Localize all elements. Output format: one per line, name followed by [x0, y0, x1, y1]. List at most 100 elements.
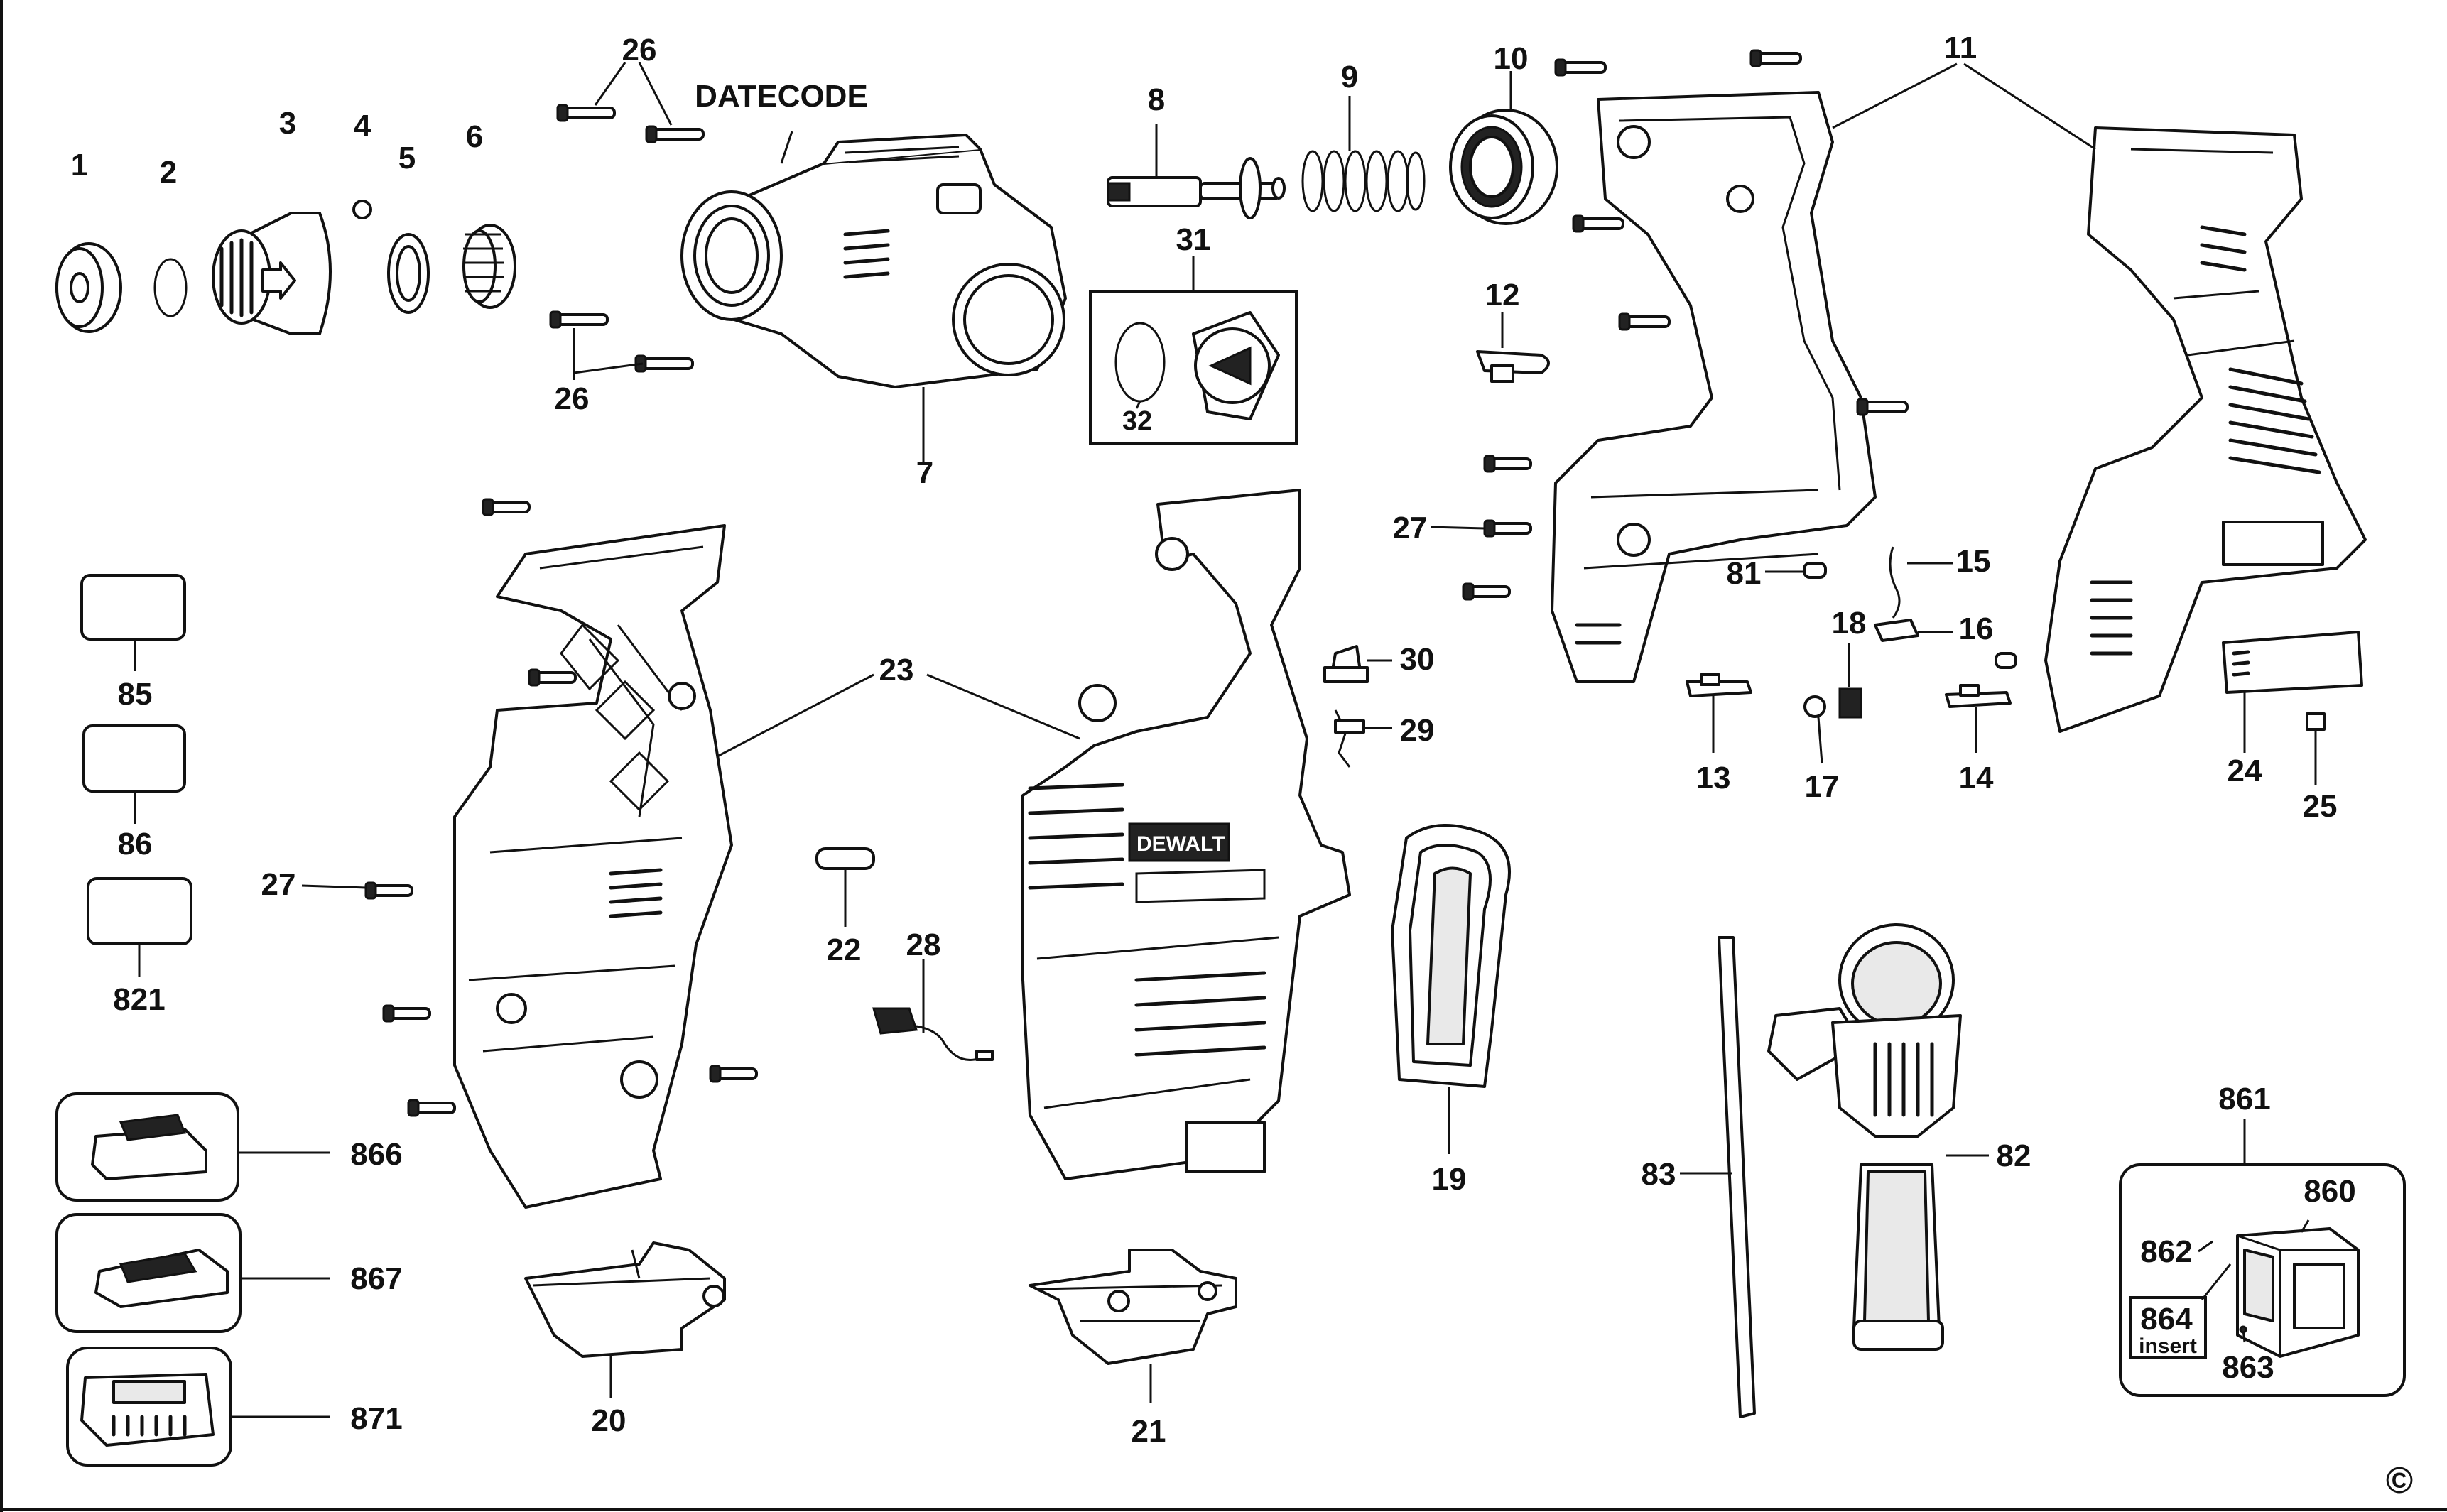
callout-23: 23: [879, 653, 914, 687]
part-2-o-ring: [153, 258, 188, 317]
callout-871: 871: [350, 1401, 402, 1436]
callout-85: 85: [118, 677, 153, 712]
callout-14: 14: [1959, 761, 1994, 795]
callout-15: 15: [1956, 544, 1991, 579]
part-22-pin: [815, 847, 875, 927]
part-31-selector-box: [1089, 256, 1298, 445]
part-15-spring-clip: [1889, 546, 1953, 619]
callout-6: 6: [466, 119, 483, 154]
part-26-screws-top: [556, 62, 705, 143]
callout-83: 83: [1642, 1157, 1676, 1192]
part-3-collar: [212, 212, 332, 335]
callout-27-right: 27: [1393, 511, 1428, 545]
callout-22: 22: [827, 932, 862, 967]
callout-16: 16: [1959, 611, 1994, 646]
callout-26-bottom: 26: [555, 381, 590, 416]
part-863-pin: [2239, 1325, 2247, 1343]
part-8-piston-assembly: [1107, 157, 1286, 219]
callout-25: 25: [2303, 789, 2338, 824]
part-20-battery-latch: [524, 1241, 726, 1398]
callout-7: 7: [916, 455, 933, 490]
part-21-battery-latch: [1029, 1249, 1237, 1403]
callout-867: 867: [350, 1261, 402, 1296]
leader-23b: [926, 673, 1080, 740]
part-16b-pin: [1995, 652, 2017, 669]
part-18-spring: [1838, 643, 1862, 719]
callout-24: 24: [2228, 754, 2262, 788]
callout-864: 864: [2140, 1302, 2193, 1337]
leader-datecode: [780, 131, 793, 164]
callout-866: 866: [350, 1137, 402, 1172]
brand-logo: DEWALT: [1136, 832, 1225, 856]
callout-29: 29: [1400, 713, 1435, 748]
part-11-housing-right: [2044, 126, 2367, 733]
callout-19: 19: [1432, 1162, 1467, 1197]
part-12-switch: [1476, 350, 1550, 383]
part-6-spring-sleeve: [462, 224, 516, 309]
part-16-plate: [1874, 619, 1953, 642]
part-821-label: [87, 877, 192, 977]
part-7-gear-housing: [680, 134, 1067, 388]
part-11-housing-left: [1551, 91, 1877, 683]
part-85-label: [80, 574, 186, 671]
part-83-depth-rod: [1680, 936, 1756, 1418]
callout-12: 12: [1485, 278, 1520, 312]
part-29-terminal: [1334, 709, 1392, 768]
leader-11b: [1963, 62, 2096, 151]
part-housing-screws: [1554, 49, 1909, 416]
part-26-screws-bottom: [549, 310, 694, 380]
callout-8: 8: [1148, 82, 1165, 117]
callout-11: 11: [1944, 31, 1977, 65]
leader-11a: [1832, 62, 1958, 129]
callout-28: 28: [906, 928, 941, 962]
part-10-grommet: [1449, 109, 1558, 225]
part-17-button: [1803, 695, 1826, 764]
callout-20: 20: [592, 1403, 626, 1438]
part-13-lever: [1686, 673, 1752, 753]
part-27-screws-right: [1431, 455, 1532, 601]
callout-31: 31: [1176, 222, 1211, 257]
part-864-insert: [2129, 1263, 2232, 1359]
callout-26-top: 26: [622, 33, 657, 67]
part-30-clip: [1323, 645, 1392, 683]
part-1-nose-cap: [55, 242, 122, 333]
part-871-charger: [66, 1347, 330, 1467]
callout-27-left: 27: [261, 867, 296, 902]
callout-2: 2: [160, 155, 177, 190]
callout-3: 3: [279, 106, 296, 141]
part-866-battery: [55, 1092, 330, 1202]
callout-18: 18: [1832, 606, 1867, 641]
callout-13: 13: [1696, 761, 1731, 795]
part-81-pin: [1765, 562, 1827, 579]
callout-862: 862: [2140, 1234, 2192, 1269]
part-9-spring: [1301, 150, 1426, 212]
part-25-screw: [2306, 712, 2326, 785]
part-4-ball: [352, 200, 372, 219]
callout-821: 821: [113, 982, 165, 1017]
insert-label: insert: [2139, 1334, 2197, 1358]
callout-861: 861: [2218, 1082, 2270, 1116]
part-23-housing-right-half: DEWALT: [1021, 489, 1351, 1180]
part-14-lever: [1945, 684, 2012, 753]
leader-23a: [717, 673, 874, 758]
callout-5: 5: [398, 141, 416, 175]
callout-82: 82: [1997, 1138, 2031, 1173]
callout-9: 9: [1341, 60, 1358, 94]
part-862-screw: [2198, 1240, 2213, 1253]
callout-10: 10: [1494, 41, 1529, 76]
callout-860: 860: [2304, 1174, 2355, 1209]
part-867-charger: [55, 1213, 330, 1333]
copyright-mark: ©: [2386, 1460, 2413, 1501]
callout-30: 30: [1400, 642, 1435, 677]
callout-863: 863: [2222, 1350, 2274, 1385]
part-860-tstak-box: [2236, 1219, 2360, 1358]
callout-4: 4: [354, 109, 371, 143]
part-5-washer: [387, 233, 430, 314]
part-86-label: [82, 724, 186, 824]
part-27-screws-left: [301, 498, 758, 1117]
part-28-lead-wire: [872, 959, 994, 1061]
callout-17: 17: [1805, 769, 1840, 804]
callout-86: 86: [118, 827, 153, 861]
datecode-label: DATECODE: [695, 79, 868, 114]
callout-21: 21: [1132, 1414, 1166, 1449]
